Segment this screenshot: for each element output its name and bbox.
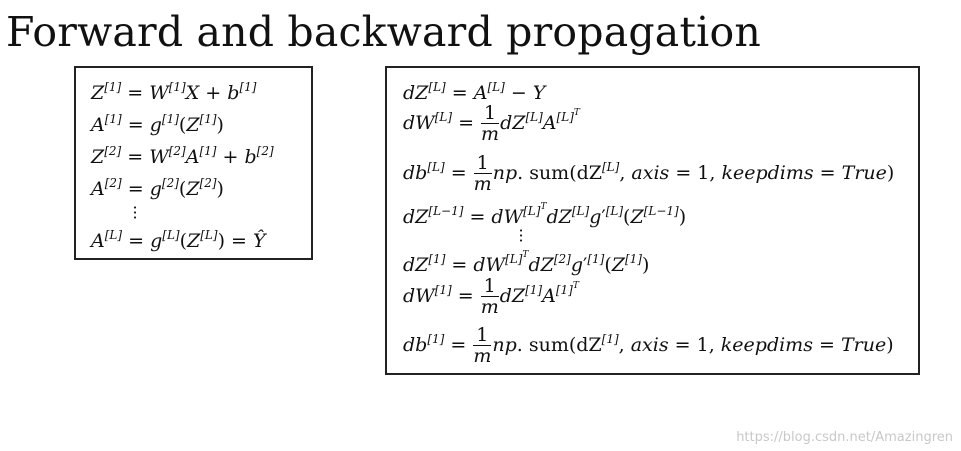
- source-watermark: https://blog.csdn.net/Amazingren: [736, 430, 953, 445]
- forward-eq-1: Z[1] = W[1]X + b[1]: [91, 80, 257, 104]
- forward-eq-2: A[1] = g[1](Z[1]): [91, 112, 224, 136]
- forward-eq-5: A[L] = g[L](Z[L]) = Ŷ: [91, 228, 266, 252]
- backward-eq-5: dZ[1] = dW[L]TdZ[2]g′[1](Z[1]): [403, 250, 650, 276]
- forward-eq-3: Z[2] = W[2]A[1] + b[2]: [91, 144, 274, 168]
- backward-eq-4: dZ[L−1] = dW[L]TdZ[L]g′[L](Z[L−1]): [403, 202, 687, 228]
- backward-eq-1: dZ[L] = A[L] − Y: [403, 80, 546, 104]
- backward-vertical-ellipsis: ···: [518, 221, 524, 250]
- forward-vertical-ellipsis: ···: [132, 198, 138, 227]
- page-title: Forward and backward propagation: [6, 8, 761, 56]
- forward-eq-4: A[2] = g[2](Z[2]): [91, 176, 224, 200]
- forward-equations-box: Z[1] = W[1]X + b[1] A[1] = g[1](Z[1]) Z[…: [74, 66, 313, 260]
